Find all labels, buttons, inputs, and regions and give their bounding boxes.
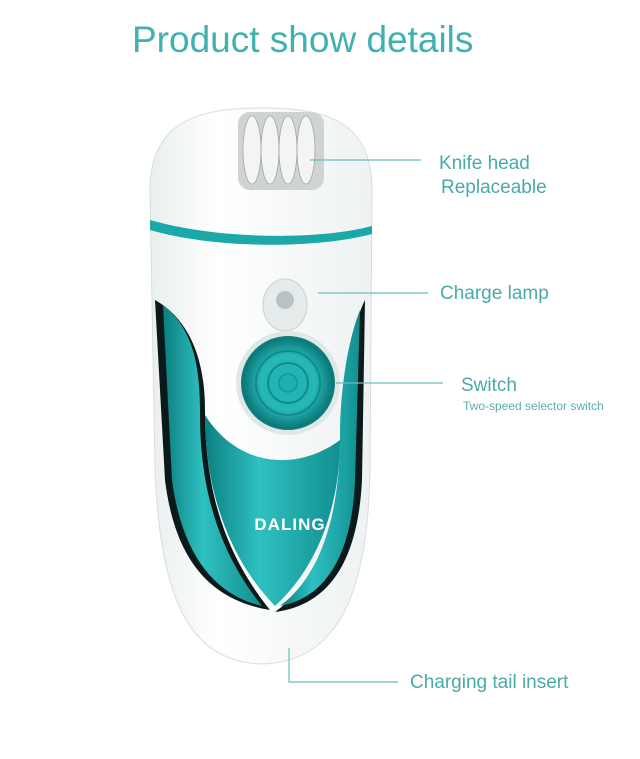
- knife-head-sublabel: Replaceable: [441, 177, 547, 198]
- knife-head: [238, 112, 324, 190]
- epilator-device: DALING: [149, 107, 373, 665]
- switch-sublabel: Two-speed selector switch: [463, 399, 604, 413]
- knife-head-label: Knife head: [439, 153, 530, 174]
- charging-tail-label: Charging tail insert: [410, 672, 569, 693]
- switch-label: Switch: [461, 375, 517, 396]
- charge-lamp-label: Charge lamp: [440, 283, 549, 304]
- page-title: Product show details: [132, 19, 473, 60]
- charging-tail-leader-line: [288, 648, 398, 683]
- brand-logo: DALING: [254, 515, 325, 534]
- teal-band: [150, 220, 372, 245]
- switch-dial[interactable]: [236, 331, 340, 435]
